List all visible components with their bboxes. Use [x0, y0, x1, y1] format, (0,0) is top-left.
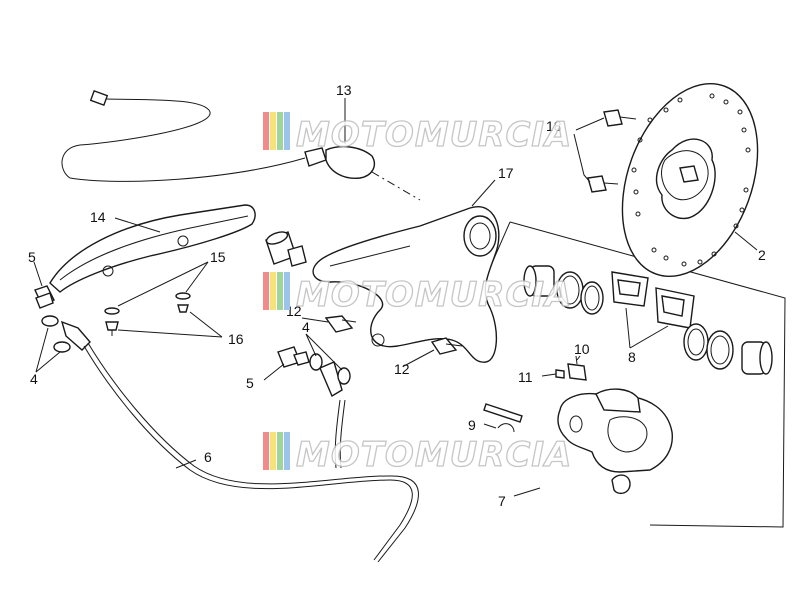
pad-pin — [483, 403, 523, 433]
callout-9: 9 — [468, 417, 476, 433]
bracket-bolts — [324, 315, 463, 355]
callout-15: 15 — [210, 249, 226, 265]
callout-2: 2 — [758, 247, 766, 263]
watermark-bottom: MOTOMURCIA — [263, 432, 572, 476]
callout-6: 6 — [204, 449, 212, 465]
leader-lines — [33, 98, 758, 497]
watermark-text: MOTOMURCIA — [296, 435, 572, 475]
guard-fasteners — [104, 292, 191, 336]
callout-5-center: 5 — [246, 375, 254, 391]
brake-hose — [83, 342, 419, 563]
callout-10: 10 — [574, 341, 590, 357]
callout-11: 11 — [518, 369, 533, 385]
watermark-stripe-1 — [263, 272, 269, 310]
watermark-stripe-2 — [270, 432, 276, 470]
brake-caliper — [557, 388, 673, 495]
watermark-stripe-1 — [263, 112, 269, 150]
watermark-top: MOTOMURCIA — [263, 112, 572, 156]
watermark-stripe-1 — [263, 432, 269, 470]
watermark-stripe-3 — [277, 272, 283, 310]
callout-7: 7 — [498, 493, 506, 509]
watermark-stripe-3 — [277, 432, 283, 470]
watermark-text: MOTOMURCIA — [296, 115, 572, 155]
watermark-text: MOTOMURCIA — [296, 275, 572, 315]
spacer-bushing — [265, 231, 307, 267]
callout-18: 18 — [546, 118, 562, 134]
watermark-stripe-3 — [277, 112, 283, 150]
callout-4-left: 4 — [30, 371, 38, 387]
bleed-valve — [555, 355, 587, 381]
callout-17: 17 — [498, 165, 514, 181]
disc-bolts — [587, 109, 699, 193]
abs-sensor-cable — [61, 90, 421, 201]
callout-12-lower: 12 — [394, 361, 410, 377]
watermark-stripe-4 — [284, 432, 290, 470]
watermark-stripe-4 — [284, 112, 290, 150]
callout-14: 14 — [90, 209, 106, 225]
callout-4-center: 4 — [302, 319, 310, 335]
caliper-internals — [523, 265, 773, 375]
watermark-middle: MOTOMURCIA — [263, 272, 572, 316]
callout-13: 13 — [336, 82, 352, 98]
callout-16: 16 — [228, 331, 244, 347]
chain-guard — [49, 204, 256, 293]
watermark-stripe-4 — [284, 272, 290, 310]
callout-8: 8 — [628, 349, 636, 365]
caliper-bracket — [312, 206, 500, 363]
left-banjo-bolt — [34, 285, 91, 353]
watermark-stripe-2 — [270, 112, 276, 150]
disc-vent-holes — [631, 93, 751, 267]
center-banjo-bolt — [277, 346, 351, 385]
callout-5-left: 5 — [28, 249, 36, 265]
watermark-stripe-2 — [270, 272, 276, 310]
